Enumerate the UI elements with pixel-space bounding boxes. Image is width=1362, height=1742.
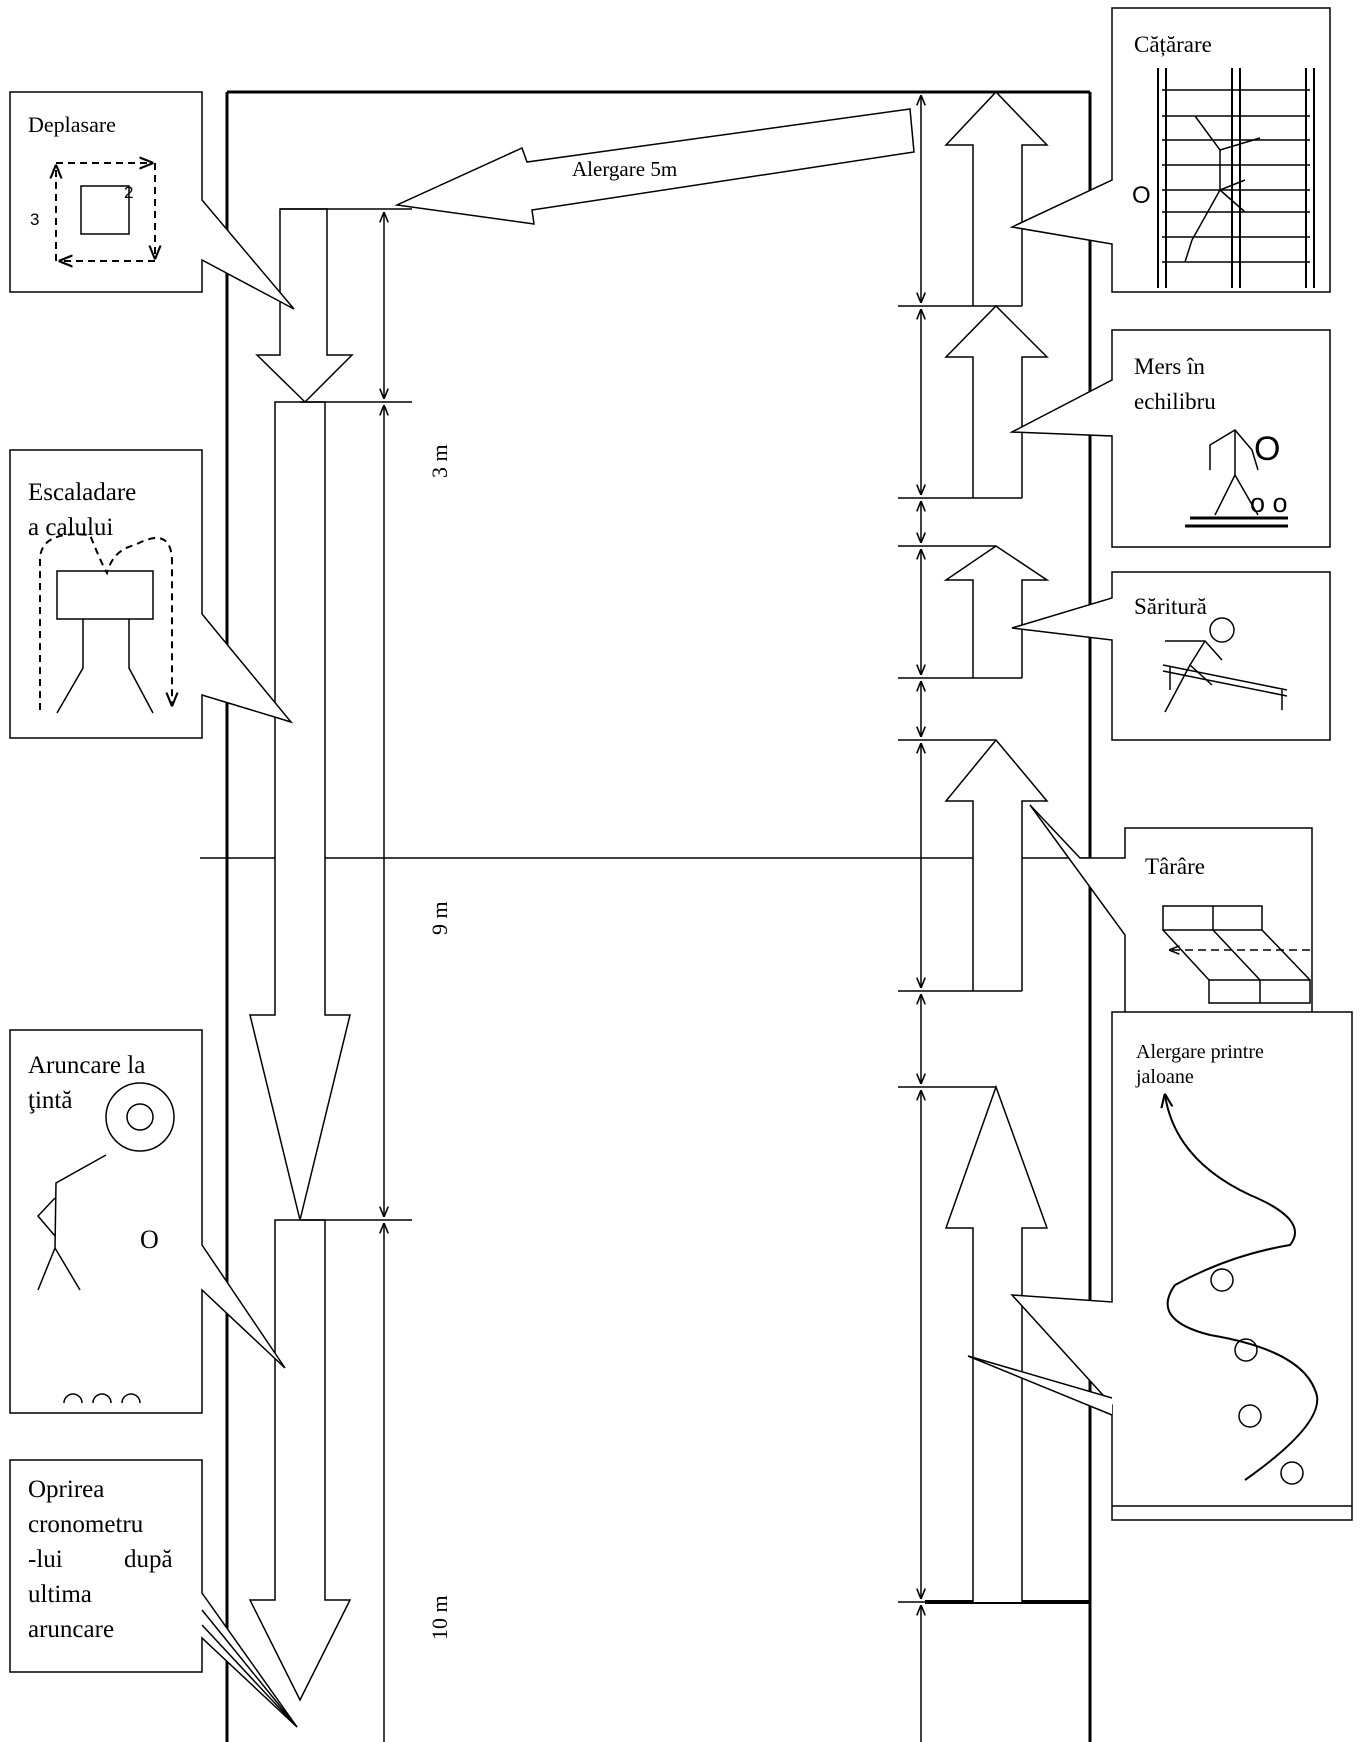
- callout-deplasare: Deplasare 2 3: [9, 91, 295, 310]
- thrower-figure: [36, 1154, 107, 1291]
- up-arrow-1: [944, 90, 1049, 306]
- aruncare-title-2: ţintă: [28, 1087, 72, 1114]
- saritura-title: Săritură: [1134, 594, 1207, 619]
- callout-saritura: Săritură: [1011, 571, 1331, 741]
- mers-title-1: Mers în: [1134, 354, 1205, 379]
- oprirea-line-2: cronometru: [28, 1511, 144, 1538]
- escaladare-title-1: Escaladare: [28, 479, 136, 506]
- deplasare-n3: 3: [30, 210, 39, 229]
- callout-oprirea: Oprirea cronometru -lui după ultima arun…: [9, 1459, 298, 1728]
- up-arrow-3: [943, 545, 1050, 678]
- catarare-head: O: [1132, 182, 1151, 209]
- balance-figure: [1185, 429, 1288, 528]
- callout-mers: Mers în echilibru O o o: [1009, 329, 1331, 548]
- dim-3m-label: 3 m: [427, 444, 452, 478]
- slalom-cones: [1210, 1268, 1304, 1485]
- escaladare-path: [39, 533, 172, 710]
- dim-9m-label: 9 m: [427, 901, 452, 935]
- deplasare-title: Deplasare: [28, 112, 116, 137]
- jumper-head: [1209, 617, 1235, 643]
- run-5m-arrow: Alergare 5m: [394, 108, 915, 225]
- right-dimension-lines: [898, 96, 1022, 1742]
- left-dimension-lines: [280, 208, 412, 1742]
- crawl-tunnel: [1162, 905, 1311, 1004]
- callout-jaloane: Alergare printre jaloane: [967, 1011, 1353, 1521]
- tarare-title: Târâre: [1145, 854, 1205, 879]
- dim-10m-label: 10 m: [427, 1595, 452, 1640]
- callout-tarare: Târâre: [1029, 804, 1313, 1016]
- down-arrow-3: [248, 1219, 352, 1702]
- target-outer: [105, 1082, 175, 1152]
- up-arrow-4: [944, 738, 1049, 991]
- course-frame: [200, 90, 1092, 1742]
- right-lane-arrows: [943, 90, 1050, 1602]
- vault-horse-legs: [56, 619, 154, 714]
- callout-aruncare: Aruncare la ţintă O: [9, 1029, 286, 1414]
- oprirea-line-3a: -lui: [28, 1546, 63, 1573]
- climbing-ladder: [1157, 68, 1315, 288]
- run-5m-label: Alergare 5m: [572, 157, 677, 181]
- mers-feet: o o: [1250, 488, 1288, 518]
- oprirea-line-3b: după: [124, 1546, 173, 1573]
- oprirea-line-5: aruncare: [28, 1616, 114, 1643]
- callout-escaladare: Escaladare a calului: [9, 449, 294, 739]
- aruncare-title-1: Aruncare la: [28, 1052, 145, 1079]
- down-arrow-2: [249, 401, 351, 1221]
- catarare-title: Cățărare: [1134, 32, 1212, 57]
- mers-title-2: echilibru: [1134, 389, 1216, 414]
- cone-square: [80, 185, 130, 235]
- escaladare-title-2: a calului: [28, 514, 113, 541]
- mers-head: O: [1254, 430, 1280, 468]
- jaloane-pointer-2: [967, 1355, 1113, 1416]
- up-arrow-5: [944, 1084, 1049, 1602]
- jaloane-title-2: jaloane: [1135, 1066, 1194, 1088]
- down-arrow-1: [255, 208, 354, 404]
- callout-catarare: Cățărare O: [1009, 7, 1331, 293]
- oprirea-line-1: Oprirea: [28, 1476, 104, 1503]
- jaloane-title-1: Alergare printre: [1136, 1041, 1264, 1063]
- slalom-path: [1165, 1095, 1319, 1481]
- aruncare-ball: O: [140, 1225, 159, 1254]
- up-arrow-2: [944, 304, 1049, 498]
- balls-row: [63, 1393, 141, 1404]
- left-lane-arrows: [248, 208, 354, 1702]
- oprirea-line-4: ultima: [28, 1581, 92, 1608]
- target-inner: [126, 1103, 154, 1131]
- deplasare-n2: 2: [124, 183, 133, 202]
- jump-springboard: [1162, 640, 1288, 713]
- deplasare-path: [56, 163, 155, 261]
